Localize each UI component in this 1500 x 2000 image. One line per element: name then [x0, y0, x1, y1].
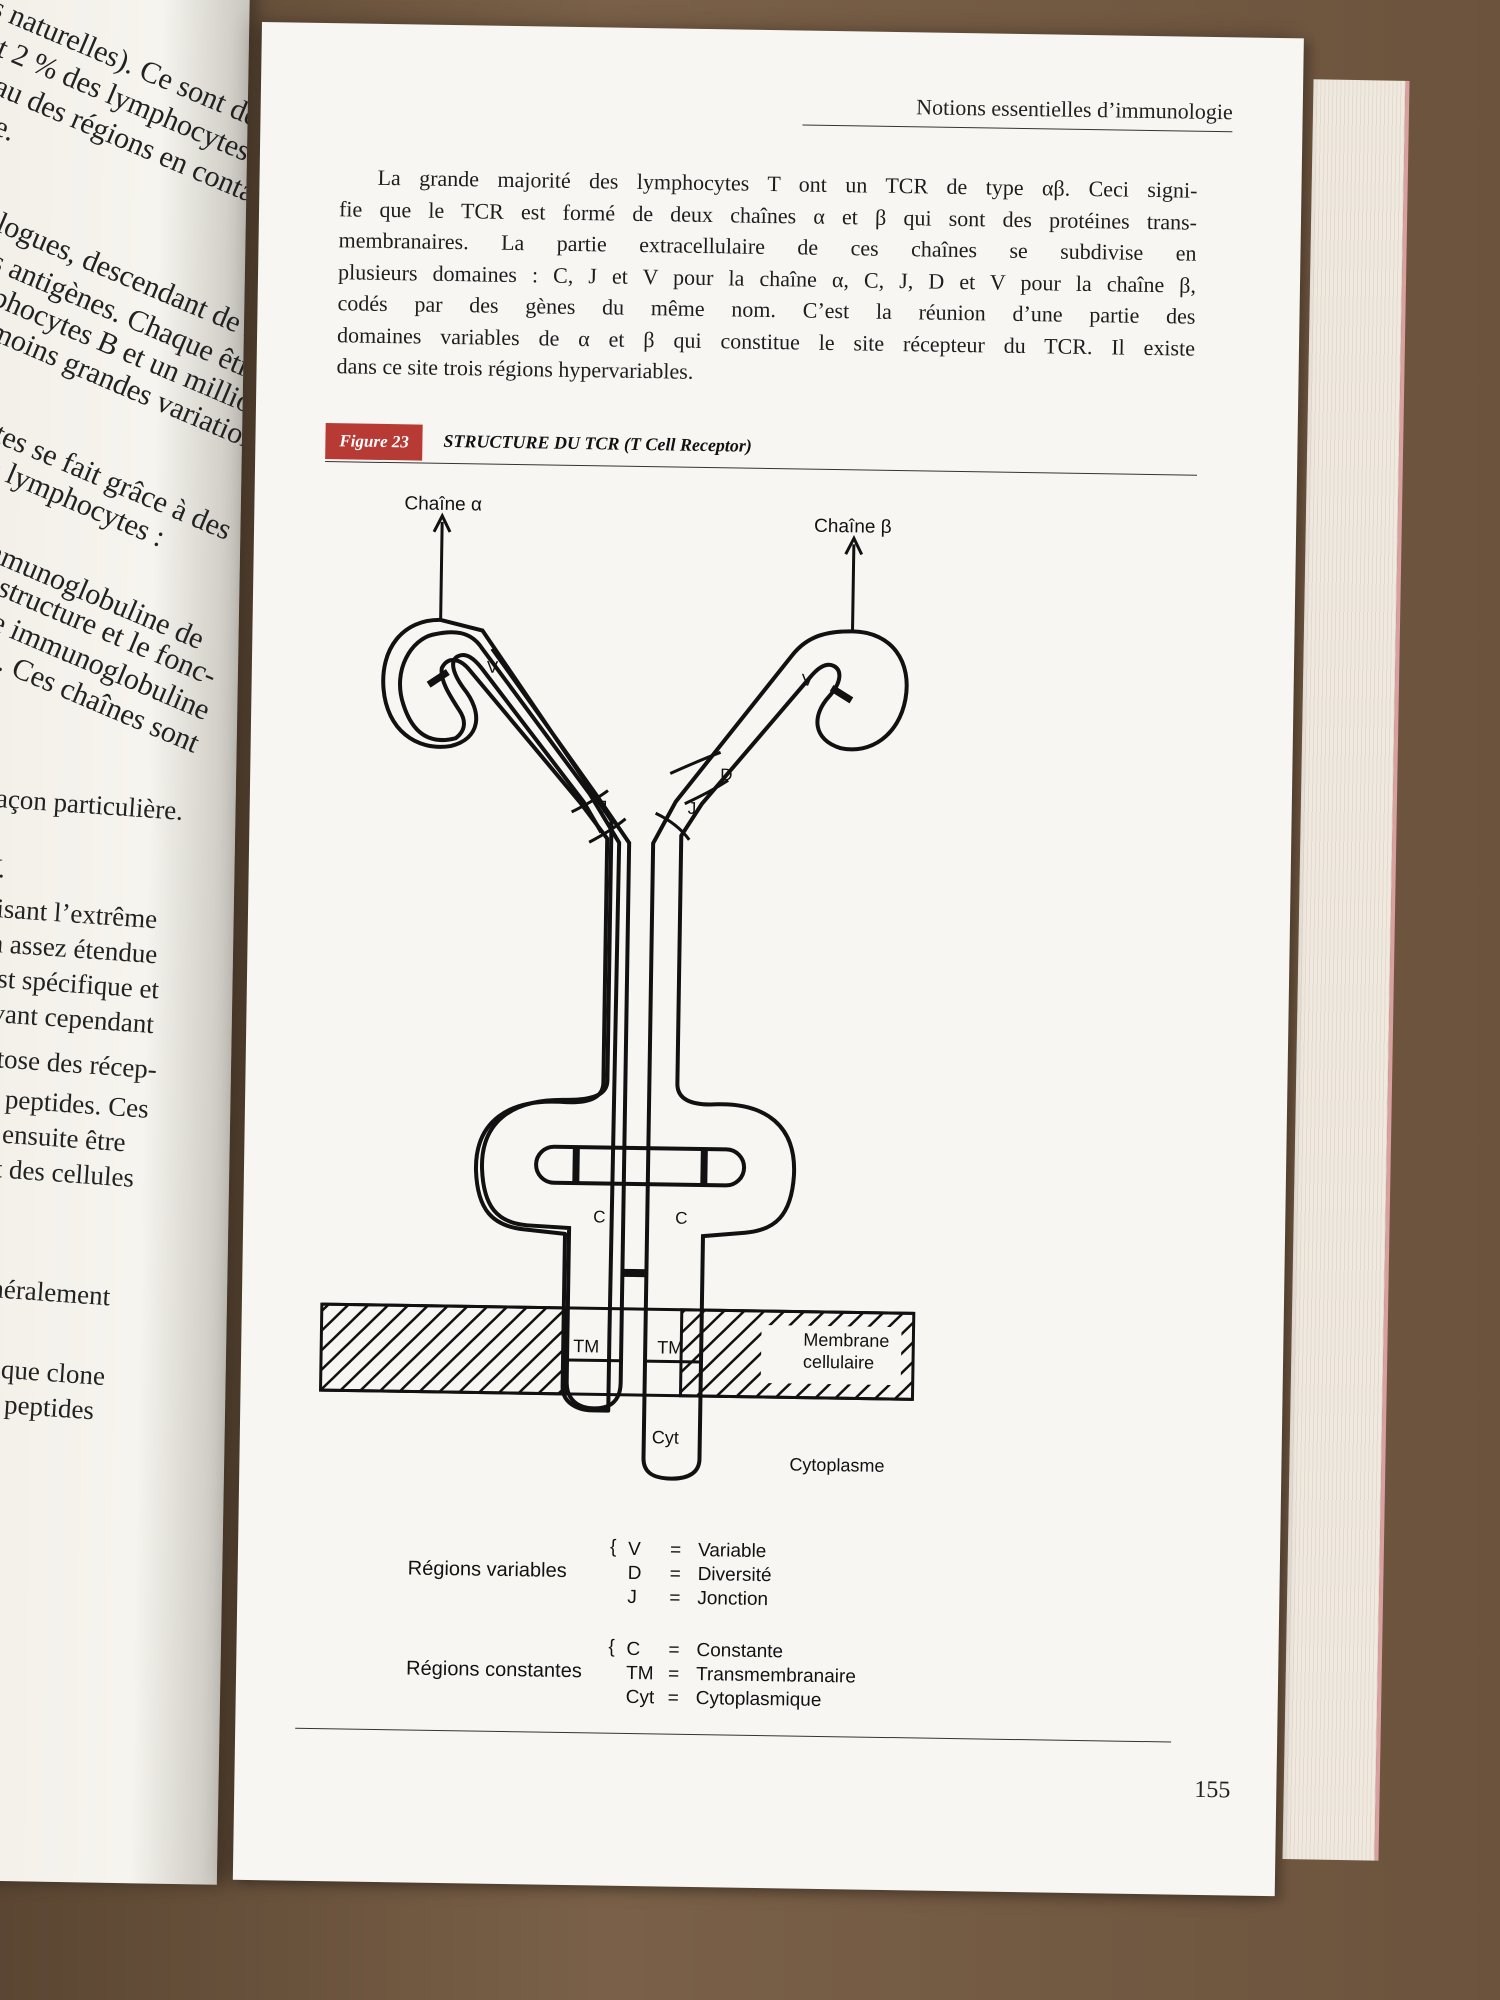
legend-code: C [626, 1639, 640, 1660]
legend-name: Cytoplasmique [696, 1688, 822, 1711]
legend-code: V [628, 1539, 641, 1560]
legend-eq: = [668, 1664, 679, 1685]
legend-code: J [627, 1587, 637, 1608]
alpha-body [440, 617, 632, 1411]
figure-title: STRUCTURE DU TCR (T Cell Receptor) [443, 430, 753, 456]
label-v-beta: V [802, 671, 814, 690]
legend-eq: = [670, 1564, 681, 1585]
body-paragraph: La grande majorité des lymphocytes T ont… [336, 161, 1197, 395]
legend-eq: = [668, 1688, 679, 1709]
alpha-outline [381, 617, 604, 834]
legend-name: Jonction [697, 1588, 768, 1610]
label-chain-beta: Chaîne β [814, 516, 892, 538]
label-v-alpha: V [487, 658, 499, 677]
membrane [318, 1302, 916, 1401]
left-page-text-fragment: de façon particulière. [0, 780, 185, 826]
left-page-text-fragment: locytose des récep- [0, 1040, 158, 1085]
page-edge [1282, 79, 1410, 1861]
legend-name: Diversité [698, 1564, 772, 1586]
label-d-beta: D [720, 765, 733, 784]
legend-brace: { [610, 1537, 617, 1558]
footer-rule [295, 1727, 1172, 1743]
alpha-arrow [432, 512, 452, 620]
legend-eq: = [669, 1588, 680, 1609]
legend-variable-caption: Régions variables [408, 1557, 567, 1581]
beta-outline [641, 629, 909, 1481]
legend-brace: { [608, 1637, 615, 1658]
label-c-alpha: C [593, 1207, 606, 1226]
left-page-text-fragment: e les peptides. Ces [0, 1080, 150, 1124]
legend-code: D [628, 1563, 642, 1584]
left-page-text-fragment: e chaque clone [0, 1350, 107, 1392]
legend-code: Cyt [626, 1687, 656, 1708]
label-tm-alpha: TM [573, 1336, 599, 1356]
legend-eq: = [668, 1640, 679, 1661]
beta-v-mark [829, 685, 854, 704]
left-page-text-fragment: es V. [0, 850, 7, 884]
left-page-text-fragment: e généralement [0, 1270, 112, 1312]
legend: Régions variables { V = Variable D = Div… [406, 1537, 856, 1711]
legend-constant-caption: Régions constantes [406, 1657, 582, 1682]
legend-name: Transmembranaire [696, 1664, 856, 1688]
beta-arrow [844, 535, 864, 632]
right-page: Notions essentielles d’immunologie La gr… [232, 22, 1304, 1897]
label-cyt: Cyt [652, 1427, 679, 1447]
tcr-diagram: Chaîne α Chaîne β V V D J J C C TM TM Cy… [318, 493, 916, 1711]
legend-name: Constante [696, 1640, 783, 1662]
label-tm-beta: TM [657, 1337, 683, 1357]
figure-heading: Figure 23 STRUCTURE DU TCR (T Cell Recep… [325, 423, 1198, 476]
left-page-text-fragment: re de peptides [0, 1385, 96, 1426]
label-cytoplasm: Cytoplasme [789, 1454, 884, 1475]
label-membrane-2: cellulaire [803, 1352, 874, 1373]
legend-code: TM [626, 1663, 654, 1684]
legend-eq: = [670, 1540, 681, 1561]
page-number: 155 [1194, 1776, 1231, 1804]
label-chain-alpha: Chaîne α [404, 493, 482, 515]
figure-tag: Figure 23 [325, 423, 424, 461]
label-membrane-1: Membrane [803, 1330, 889, 1351]
disulfide-bond [534, 1144, 747, 1278]
legend-name: Variable [698, 1540, 767, 1562]
segment-dividers [566, 750, 729, 1364]
label-c-beta: C [675, 1209, 688, 1228]
label-j-alpha: J [599, 797, 608, 816]
alpha-v-mark [426, 669, 450, 688]
label-j-beta: J [688, 799, 697, 818]
left-page-text-fragment: utorisant l’extrême [0, 890, 159, 935]
running-head: Notions essentielles d’immunologie [802, 92, 1233, 133]
